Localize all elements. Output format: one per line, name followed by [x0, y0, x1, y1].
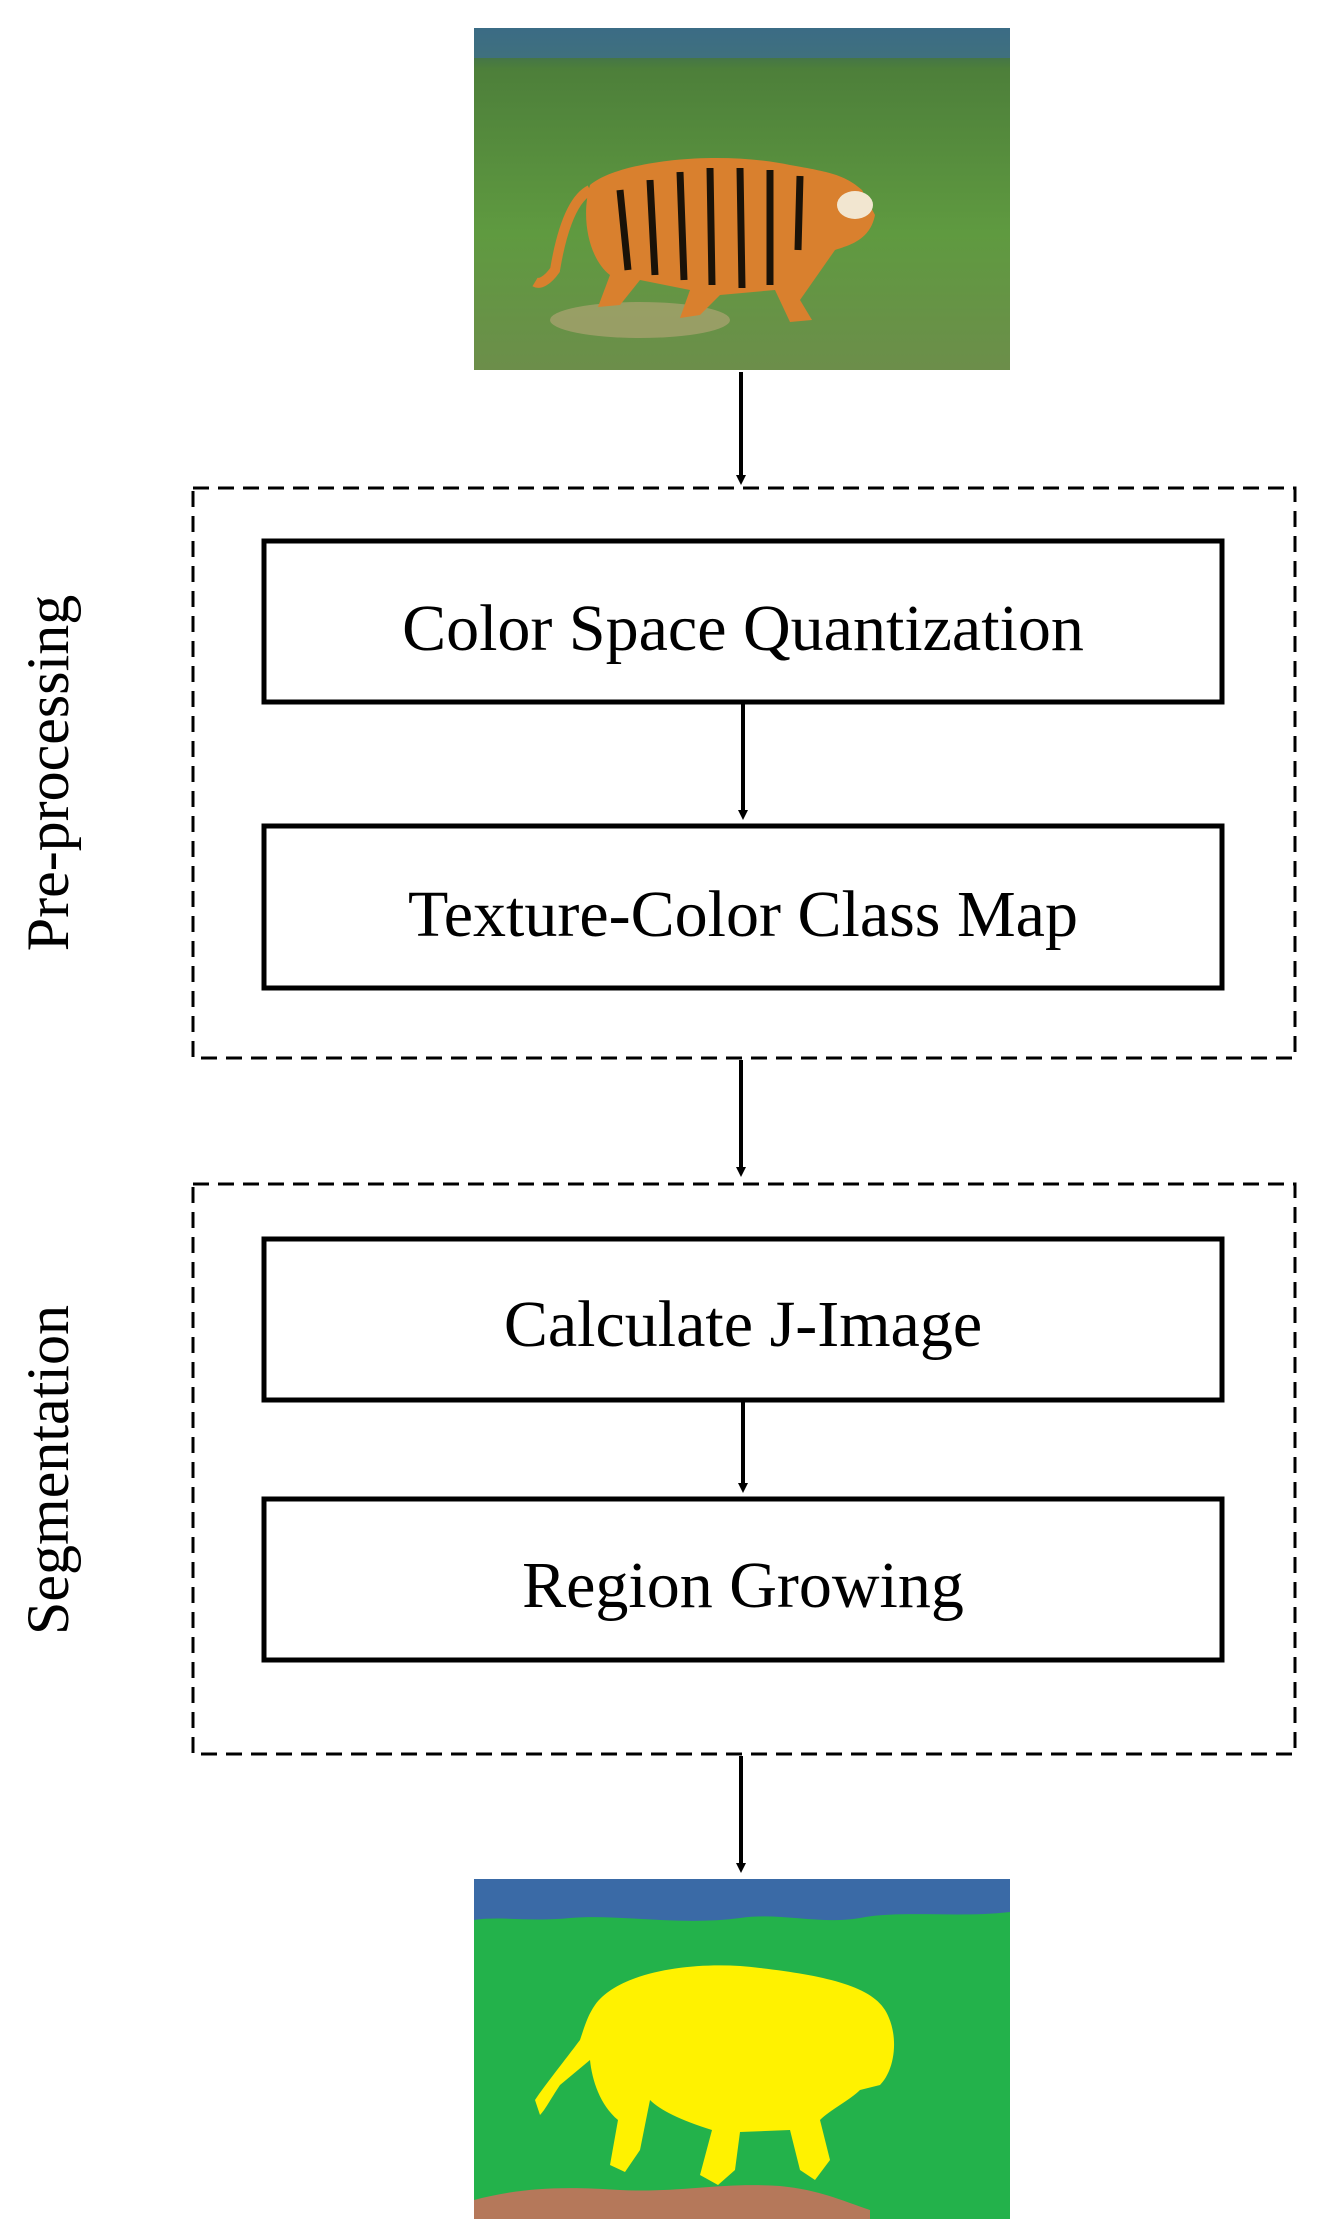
step-texture-color-class-map: [261, 823, 1225, 991]
step-calculate-j-image-label: Calculate J-Image: [504, 1288, 982, 1361]
segmentation-label: Segmentation: [15, 1305, 81, 1635]
step-region-growing-label: Region Growing: [522, 1549, 964, 1622]
segmentation-group: Segmentation Calculate J-Image Region Gr…: [15, 1182, 1297, 1756]
step-color-space-quantization-label: Color Space Quantization: [402, 592, 1084, 665]
tiger-icon: [532, 157, 875, 322]
preprocessing-group: Pre-processing Color Space Quantization …: [15, 486, 1297, 1060]
step-color-space-quantization: [261, 538, 1225, 705]
step-texture-color-class-map-label: Texture-Color Class Map: [408, 878, 1078, 951]
input-image: [474, 28, 1010, 370]
preprocessing-label: Pre-processing: [15, 595, 81, 952]
output-image: [474, 1879, 1010, 2219]
step-calculate-j-image: [261, 1236, 1225, 1403]
step-region-growing: [261, 1496, 1225, 1663]
segmented-tiger-icon: [535, 1965, 895, 2185]
